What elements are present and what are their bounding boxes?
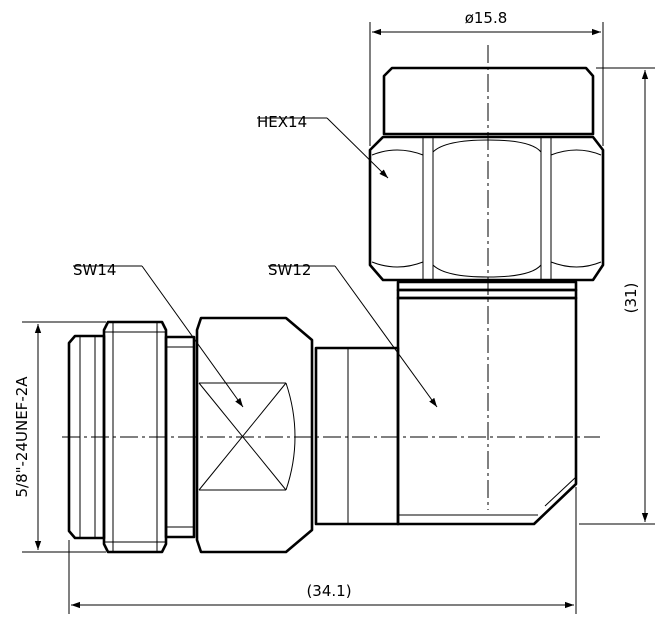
sw14-label: SW14 bbox=[73, 261, 116, 279]
sw12-label: SW12 bbox=[268, 261, 311, 279]
height-label: (31) bbox=[622, 283, 640, 314]
sw12-callout: SW12 bbox=[268, 261, 438, 408]
center-lines bbox=[62, 45, 600, 510]
thread-end bbox=[67, 334, 106, 540]
sw14-callout: SW14 bbox=[73, 261, 244, 408]
hex-nut bbox=[368, 135, 605, 282]
hex14-callout: HEX14 bbox=[257, 113, 389, 179]
thread-label: 5/8"-24UNEF-2A bbox=[13, 376, 31, 498]
top-cap bbox=[382, 66, 595, 136]
diameter-dimension: ø15.8 bbox=[369, 9, 604, 146]
elbow-body bbox=[396, 296, 578, 526]
thread-dimension: 5/8"-24UNEF-2A bbox=[13, 321, 106, 553]
sw14-hex bbox=[195, 316, 314, 554]
hex14-label: HEX14 bbox=[257, 113, 307, 131]
width-dimension: (34.1) bbox=[68, 487, 577, 614]
width-label: (34.1) bbox=[306, 582, 351, 600]
height-dimension: (31) bbox=[579, 67, 655, 525]
neck-rings bbox=[396, 280, 578, 300]
body-neck bbox=[314, 346, 400, 526]
diameter-label: ø15.8 bbox=[465, 9, 508, 27]
